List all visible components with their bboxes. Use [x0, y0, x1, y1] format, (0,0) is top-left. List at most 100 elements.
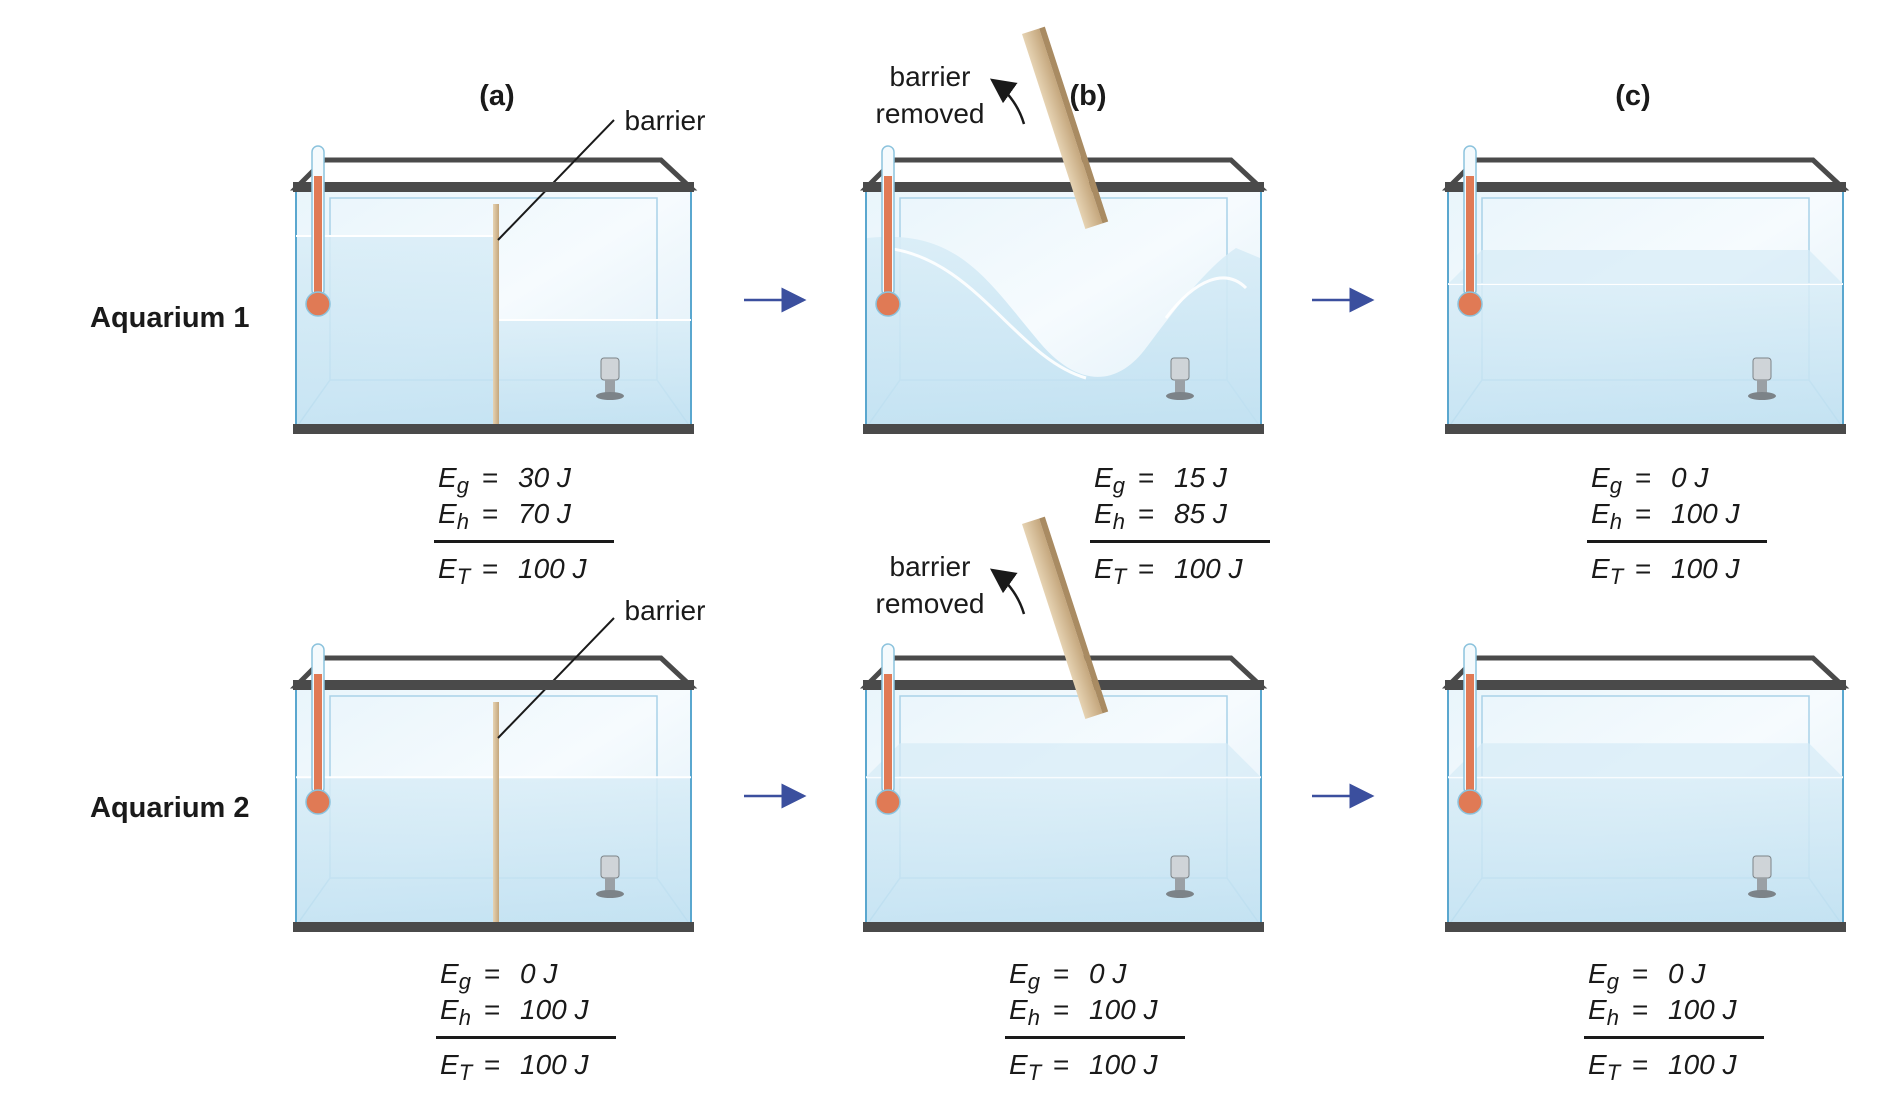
wave-foam	[885, 246, 1087, 380]
energy-symbol-Eh: Eh	[440, 994, 471, 1030]
aquarium-aq2-b	[859, 643, 1268, 932]
aquarium-aq2-c	[1441, 643, 1850, 932]
energy-value-ET: 100 J	[1174, 553, 1243, 584]
energy-value-Eh: 100 J	[1671, 498, 1740, 529]
barrier-plank-edge	[1039, 26, 1109, 224]
thermometer-bulb	[1457, 789, 1483, 815]
equals-sign: =	[1635, 498, 1652, 529]
equals-sign: =	[484, 1049, 501, 1080]
pump-stem	[1175, 878, 1185, 892]
thermometer-fill	[314, 176, 322, 298]
energy-value-ET: 100 J	[1671, 553, 1740, 584]
thermometer-bulb	[875, 291, 901, 317]
equation-line-Eh: Eh=100 J	[1005, 994, 1185, 1030]
equals-sign: =	[1632, 1049, 1649, 1080]
sum-rule	[434, 540, 614, 543]
barrier-leader-line	[497, 119, 615, 241]
tank-top-frame	[293, 680, 694, 690]
sum-rule	[1587, 540, 1767, 543]
energy-symbol-ET: ET	[1094, 553, 1127, 589]
water	[867, 777, 1260, 926]
tank-bottom-frame	[1445, 922, 1846, 932]
barrier-removed-line2: removed	[875, 588, 985, 619]
equation-line-Eg: Eg=0 J	[1584, 958, 1764, 994]
thermometer-fill	[884, 674, 892, 796]
energy-symbol-ET: ET	[1591, 553, 1624, 589]
pump-device	[1752, 855, 1772, 879]
energy-value-Eg: 15 J	[1174, 462, 1227, 493]
energy-value-Eg: 0 J	[1089, 958, 1127, 989]
pump-stem	[1757, 380, 1767, 394]
equals-sign: =	[1635, 553, 1652, 584]
tank-bottom-frame	[863, 424, 1264, 434]
tank-top-frame	[293, 182, 694, 192]
tank-top-frame	[1445, 680, 1846, 690]
energy-symbol-Eg: Eg	[438, 462, 469, 498]
tank-bottom-frame	[293, 922, 694, 932]
equals-sign: =	[1053, 1049, 1070, 1080]
removed-arrow-aq2	[989, 568, 1026, 615]
column-label-a: (a)	[479, 80, 515, 112]
energy-value-ET: 100 J	[518, 553, 587, 584]
equation-line-Eh: Eh=85 J	[1090, 498, 1270, 534]
energy-symbol-Eh: Eh	[1009, 994, 1040, 1030]
water-right	[496, 777, 690, 926]
pump-device	[1752, 357, 1772, 381]
pump-device	[1170, 855, 1190, 879]
pump-stem	[605, 878, 615, 892]
water-top	[866, 743, 1261, 778]
aquarium-aq1-a	[289, 119, 698, 434]
equation-line-Eh: Eh=100 J	[1587, 498, 1767, 534]
barrier-plank	[1022, 28, 1103, 229]
pump-stem	[1175, 380, 1185, 394]
energy-symbol-Eh: Eh	[1588, 994, 1619, 1030]
pump-stem	[1757, 878, 1767, 892]
equals-sign: =	[1138, 553, 1155, 584]
equation-line-ET: ET=100 J	[1005, 1049, 1185, 1085]
equation-line-Eg: Eg=0 J	[1587, 462, 1767, 498]
barrier-removed-line2: removed	[875, 98, 985, 129]
energy-value-Eh: 100 J	[1089, 994, 1158, 1025]
thermometer-bulb	[305, 291, 331, 317]
equation-line-Eg: Eg=15 J	[1090, 462, 1270, 498]
equation-line-Eg: Eg = 0 J	[1005, 958, 1185, 994]
sum-rule	[1005, 1036, 1185, 1039]
barrier-removed-label-aq2: barrier removed	[876, 548, 985, 622]
pump-device	[600, 855, 620, 879]
pump-base	[596, 890, 624, 898]
equation-line-Eh: Eh=70 J	[434, 498, 614, 534]
pump-base	[596, 392, 624, 400]
aquarium-aq1-b	[859, 145, 1268, 434]
column-label-b: (b)	[1069, 80, 1107, 112]
water-top	[1448, 743, 1843, 778]
equation-line-Eg: Eg=0 J	[436, 958, 616, 994]
energy-value-Eg: 30 J	[518, 462, 571, 493]
wave-foam	[1164, 276, 1248, 319]
energy-symbol-Eh: Eh	[1094, 498, 1125, 534]
sum-rule	[1090, 540, 1270, 543]
energy-value-Eg: 0 J	[520, 958, 558, 989]
equals-sign: =	[1053, 958, 1070, 989]
energy-value-Eh: 85 J	[1174, 498, 1227, 529]
equation-line-ET: ET=100 J	[436, 1049, 616, 1085]
energy-symbol-Eg: Eg	[1009, 958, 1040, 994]
thermometer-bulb	[875, 789, 901, 815]
energy-symbol-Eh: Eh	[438, 498, 469, 534]
barrier	[493, 702, 499, 926]
energy-symbol-Eg: Eg	[1094, 462, 1125, 498]
pump-base	[1166, 890, 1194, 898]
equals-sign: =	[482, 462, 499, 493]
energy-value-Eh: 70 J	[518, 498, 571, 529]
equation-line-ET: ET = 100 J	[1090, 553, 1270, 589]
pump-base	[1748, 890, 1776, 898]
water-left	[297, 236, 496, 428]
energy-symbol-ET: ET	[1009, 1049, 1042, 1085]
tank-bottom-frame	[293, 424, 694, 434]
removed-arrow-aq1	[989, 78, 1026, 125]
water-top	[1448, 250, 1843, 284]
removed-barrier-aq2	[1022, 516, 1109, 719]
column-label-c: (c)	[1615, 80, 1651, 112]
